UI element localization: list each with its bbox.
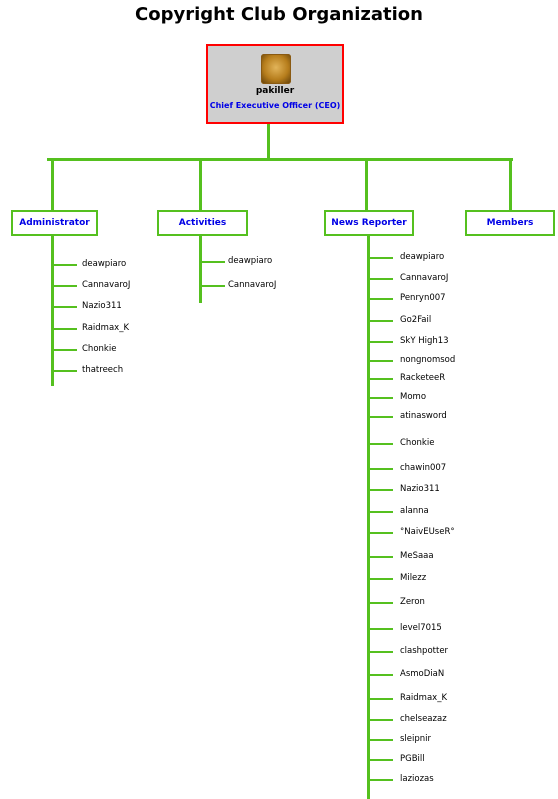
member-name: Nazio311 xyxy=(400,484,440,494)
department-bus xyxy=(47,158,513,161)
member-name: SkY High13 xyxy=(400,336,449,346)
member-tick xyxy=(368,278,393,280)
member-name: Raidmax_K xyxy=(400,693,448,703)
member-name: laziozas xyxy=(400,774,434,784)
member-tick xyxy=(368,602,393,604)
member-tick xyxy=(368,532,393,534)
member-name: Penryn007 xyxy=(400,293,446,303)
member-name: Momo xyxy=(400,392,427,402)
dept-connector-0 xyxy=(51,158,54,211)
member-name: level7015 xyxy=(400,623,442,633)
member-name: PGBill xyxy=(400,754,425,764)
member-name: Chonkie xyxy=(82,344,117,354)
member-tick xyxy=(368,360,393,362)
member-tick xyxy=(368,378,393,380)
member-name: Nazio311 xyxy=(82,301,122,311)
dept-members[interactable]: Members xyxy=(465,210,555,236)
member-tick xyxy=(368,719,393,721)
member-tick xyxy=(52,370,77,372)
member-tick xyxy=(368,489,393,491)
member-name: RacketeeR xyxy=(400,373,446,383)
member-tick xyxy=(368,298,393,300)
lion-avatar-icon xyxy=(261,54,291,84)
member-tick xyxy=(368,651,393,653)
dept-news-reporter[interactable]: News Reporter xyxy=(324,210,414,236)
member-tick xyxy=(368,341,393,343)
member-name: nongnomsod xyxy=(400,355,456,365)
member-tick xyxy=(368,511,393,513)
member-name: Go2Fail xyxy=(400,315,432,325)
member-spine-2 xyxy=(367,236,370,799)
dept-connector-1 xyxy=(199,158,202,211)
member-tick xyxy=(368,698,393,700)
member-name: CannavaroJ xyxy=(400,273,449,283)
member-tick xyxy=(368,320,393,322)
member-name: AsmoDiaN xyxy=(400,669,445,679)
member-tick xyxy=(52,306,77,308)
ceo-connector xyxy=(267,124,270,160)
member-name: clashpotter xyxy=(400,646,449,656)
member-name: deawpiaro xyxy=(228,256,273,266)
member-tick xyxy=(368,257,393,259)
member-tick xyxy=(368,468,393,470)
member-spine-1 xyxy=(199,236,202,303)
member-tick xyxy=(368,674,393,676)
member-name: deawpiaro xyxy=(400,252,445,262)
member-tick xyxy=(368,779,393,781)
dept-connector-2 xyxy=(365,158,368,211)
ceo-role: Chief Executive Officer (CEO) xyxy=(209,101,341,110)
member-name: °NaivEUseR° xyxy=(400,527,455,537)
member-tick xyxy=(200,261,225,263)
member-name: atinasword xyxy=(400,411,447,421)
member-tick xyxy=(52,264,77,266)
member-name: alanna xyxy=(400,506,429,516)
dept-connector-3 xyxy=(509,158,512,211)
member-name: MeSaaa xyxy=(400,551,434,561)
member-tick xyxy=(368,556,393,558)
member-tick xyxy=(368,628,393,630)
member-tick xyxy=(368,759,393,761)
member-name: Milezz xyxy=(400,573,427,583)
chart-title: Copyright Club Organization xyxy=(135,4,423,25)
dept-administrator[interactable]: Administrator xyxy=(11,210,98,236)
member-name: deawpiaro xyxy=(82,259,127,269)
dept-activities[interactable]: Activities xyxy=(157,210,248,236)
member-name: thatreech xyxy=(82,365,124,375)
member-tick xyxy=(368,416,393,418)
member-name: Raidmax_K xyxy=(82,323,130,333)
member-tick xyxy=(368,578,393,580)
member-name: chawin007 xyxy=(400,463,447,473)
ceo-box[interactable]: pakiller Chief Executive Officer (CEO) xyxy=(206,44,344,124)
ceo-name: pakiller xyxy=(255,86,295,96)
member-tick xyxy=(52,349,77,351)
member-name: sleipnir xyxy=(400,734,432,744)
member-tick xyxy=(368,443,393,445)
member-name: chelseazaz xyxy=(400,714,447,724)
member-spine-0 xyxy=(51,236,54,386)
member-tick xyxy=(368,397,393,399)
member-name: CannavaroJ xyxy=(82,280,131,290)
member-name: CannavaroJ xyxy=(228,280,277,290)
member-name: Zeron xyxy=(400,597,425,607)
member-tick xyxy=(52,285,77,287)
member-name: Chonkie xyxy=(400,438,435,448)
member-tick xyxy=(368,739,393,741)
member-tick xyxy=(52,328,77,330)
member-tick xyxy=(200,285,225,287)
